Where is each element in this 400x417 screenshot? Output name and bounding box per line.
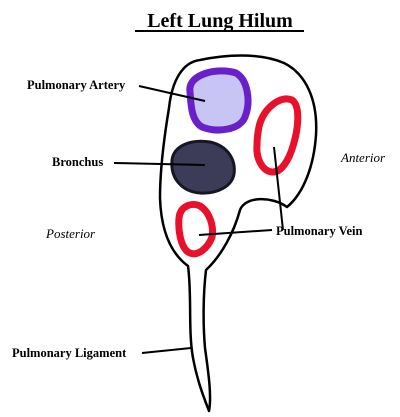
label-pulmonary-ligament: Pulmonary Ligament [12, 346, 127, 360]
label-pulmonary-artery: Pulmonary Artery [27, 78, 126, 92]
bronchus-leader [113, 162, 206, 166]
pulmonary-vein-leader-lower [198, 229, 273, 236]
pulmonary-ligament-leader [141, 347, 192, 354]
pulmonary-artery-shape [186, 67, 252, 134]
label-bronchus: Bronchus [52, 155, 103, 169]
pulmonary-vein-upper-shape [253, 95, 302, 176]
pulmonary-vein-lower-shape [175, 201, 216, 258]
label-posterior: Posterior [45, 226, 96, 241]
pulmonary-vein-leader-upper [273, 146, 284, 231]
label-anterior: Anterior [340, 150, 386, 165]
pulmonary-artery-leader [138, 85, 206, 102]
diagram-title: Left Lung Hilum [147, 10, 293, 32]
label-pulmonary-vein: Pulmonary Vein [276, 224, 363, 238]
bronchus-shape [170, 139, 236, 195]
